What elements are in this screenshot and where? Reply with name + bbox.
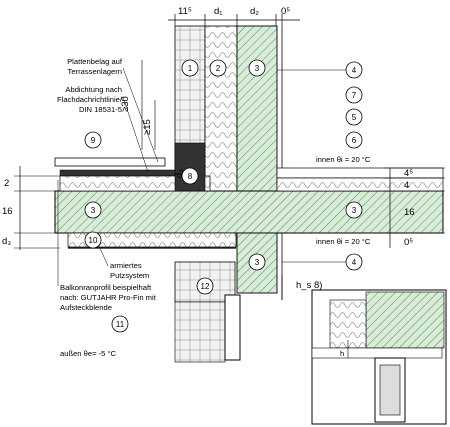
- wall-insulation-upper: [204, 25, 238, 197]
- dim-right-c: 16: [404, 207, 415, 218]
- dim-left-c: d₃: [2, 236, 11, 247]
- callout-4b: 4: [352, 258, 357, 267]
- left-dimensions: 2 16 d₃: [2, 166, 60, 250]
- callout-5: 5: [352, 113, 357, 122]
- callout-11: 11: [116, 320, 125, 329]
- dim-left-a: 2: [4, 178, 9, 189]
- label-plattenbelag-1: Plattenbelag auf: [67, 57, 123, 66]
- dim-top-4: 0⁵: [281, 6, 290, 17]
- callout-12: 12: [201, 282, 210, 291]
- concrete-slab: [54, 190, 444, 234]
- waterproofing-layer: [59, 169, 176, 177]
- impact-insulation: [276, 177, 444, 192]
- label-abdichtung-2: Flachdachrichtlinie/: [57, 95, 123, 104]
- dim-d3-mid: d₃: [174, 169, 185, 178]
- callout-3a: 3: [255, 64, 260, 73]
- callout-10: 10: [89, 236, 98, 245]
- callout-3d: 3: [255, 258, 260, 267]
- label-putzsystem-1: armiertes: [110, 261, 142, 270]
- callout-3b: 3: [91, 206, 96, 215]
- label-plattenbelag-2: Terrassenlagern: [68, 67, 122, 76]
- dim-top-3: d₂: [250, 6, 259, 17]
- detail-inset: h: [311, 289, 447, 425]
- label-innen-bottom: innen θi = 20 °C: [316, 237, 371, 246]
- label-putzsystem-2: Putzsystem: [110, 271, 149, 280]
- callout-7: 7: [352, 91, 357, 100]
- label-balkonprofil-3: Aufsteckblende: [60, 303, 112, 312]
- callout-4a: 4: [352, 66, 357, 75]
- detail-h-label: h: [340, 349, 344, 358]
- label-balkonprofil-1: Balkonranprofil beispielhaft: [60, 283, 152, 292]
- paving-slabs: [54, 157, 166, 167]
- dim-right-a: 4⁵: [404, 168, 413, 179]
- label-abdichtung-1: Abdichtung nach: [65, 85, 122, 94]
- slab-underside-insulation: [67, 232, 237, 248]
- callout-9: 9: [91, 136, 96, 145]
- callout-6: 6: [352, 136, 357, 145]
- dim-top-2: d₁: [214, 6, 223, 17]
- right-dimensions: 4⁵ 4 16 0⁵ h_s 8): [281, 167, 445, 300]
- masonry-wall-lower: [174, 301, 226, 363]
- top-dimensions: 11⁵ d₁ d₂ 0⁵: [168, 6, 300, 26]
- callout-2: 2: [216, 64, 221, 73]
- callout-3c: 3: [352, 206, 357, 215]
- window-frame: [224, 294, 241, 361]
- label-balkonprofil-2: nach: GUTJAHR Pro-Fin mit: [60, 293, 157, 302]
- screed-layer: [276, 167, 444, 179]
- callout-8: 8: [188, 172, 193, 181]
- label-aussen: außen θe= -5 °C: [60, 349, 117, 358]
- label-abdichtung-3: DIN 18531-5: [79, 105, 122, 114]
- callout-1: 1: [188, 64, 193, 73]
- slab-top-insulation: [59, 175, 211, 192]
- dim-top-1: 11⁵: [178, 6, 192, 17]
- dim-left-b: 16: [2, 206, 13, 217]
- dim-hs: h_s 8): [296, 280, 322, 291]
- callouts: 1 2 3 3 3 3 4 4 5 6 7 8 9 10 11 12: [84, 59, 363, 333]
- label-innen-top: innen θi = 20 °C: [316, 155, 371, 164]
- dim-right-b: 4: [404, 180, 409, 191]
- dim-right-d: 0⁵: [404, 237, 413, 248]
- concrete-wall-upper: [236, 25, 278, 192]
- dim-min: ≥15: [142, 119, 153, 135]
